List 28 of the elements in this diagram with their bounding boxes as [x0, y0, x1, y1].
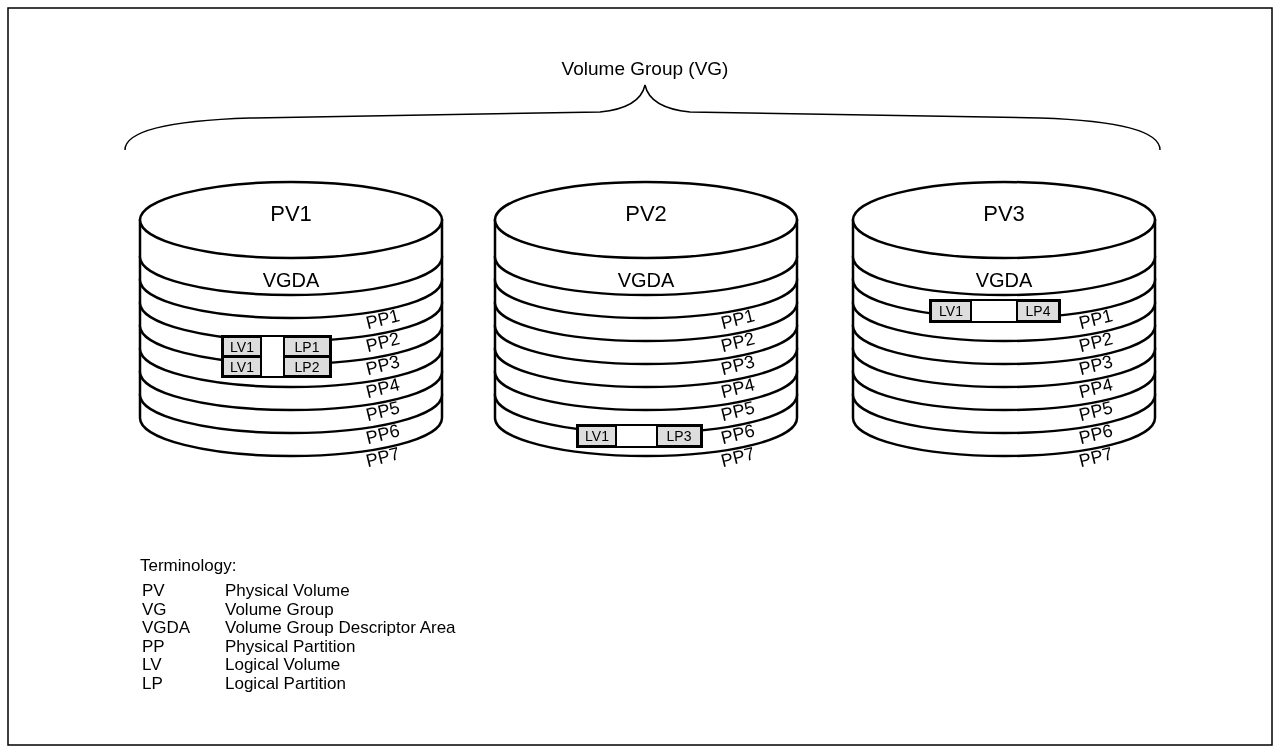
- disk-label: PV3: [982, 201, 1026, 227]
- partition-tag: LP1: [283, 336, 331, 357]
- partition-tag: LV1: [222, 356, 262, 377]
- diagram-title: Volume Group (VG): [560, 58, 730, 80]
- partition-tag: LP2: [283, 356, 331, 377]
- term-abbreviation: PV: [142, 581, 165, 600]
- partition-label: PP7: [718, 443, 757, 472]
- term-definition: Physical Volume: [225, 581, 350, 600]
- term-definition: Logical Volume: [225, 655, 341, 675]
- partition-tag: LP3: [656, 425, 702, 447]
- term-abbreviation: LP: [142, 674, 163, 693]
- term-definition: Logical Partition: [225, 674, 346, 693]
- term-definition: Physical Partition: [225, 636, 356, 656]
- disk-label: PV2: [624, 201, 668, 227]
- partition-label: PP7: [1076, 443, 1115, 472]
- partition-tag: LP4: [1016, 300, 1060, 322]
- term-abbreviation: LV: [142, 655, 162, 675]
- term-abbreviation: VGDA: [142, 618, 191, 638]
- partition-tag: LV1: [222, 336, 262, 357]
- partition-tag: LV1: [577, 425, 617, 447]
- partition-label: PP7: [363, 443, 402, 472]
- term-definition: Volume Group: [225, 599, 334, 619]
- term-abbreviation: VG: [142, 599, 167, 619]
- partition-tag: LV1: [930, 300, 972, 322]
- terminology-heading: Terminology:: [140, 556, 237, 576]
- disk-label: PV1: [269, 201, 313, 227]
- term-abbreviation: PP: [142, 636, 165, 656]
- term-definition: Volume Group Descriptor Area: [225, 618, 456, 638]
